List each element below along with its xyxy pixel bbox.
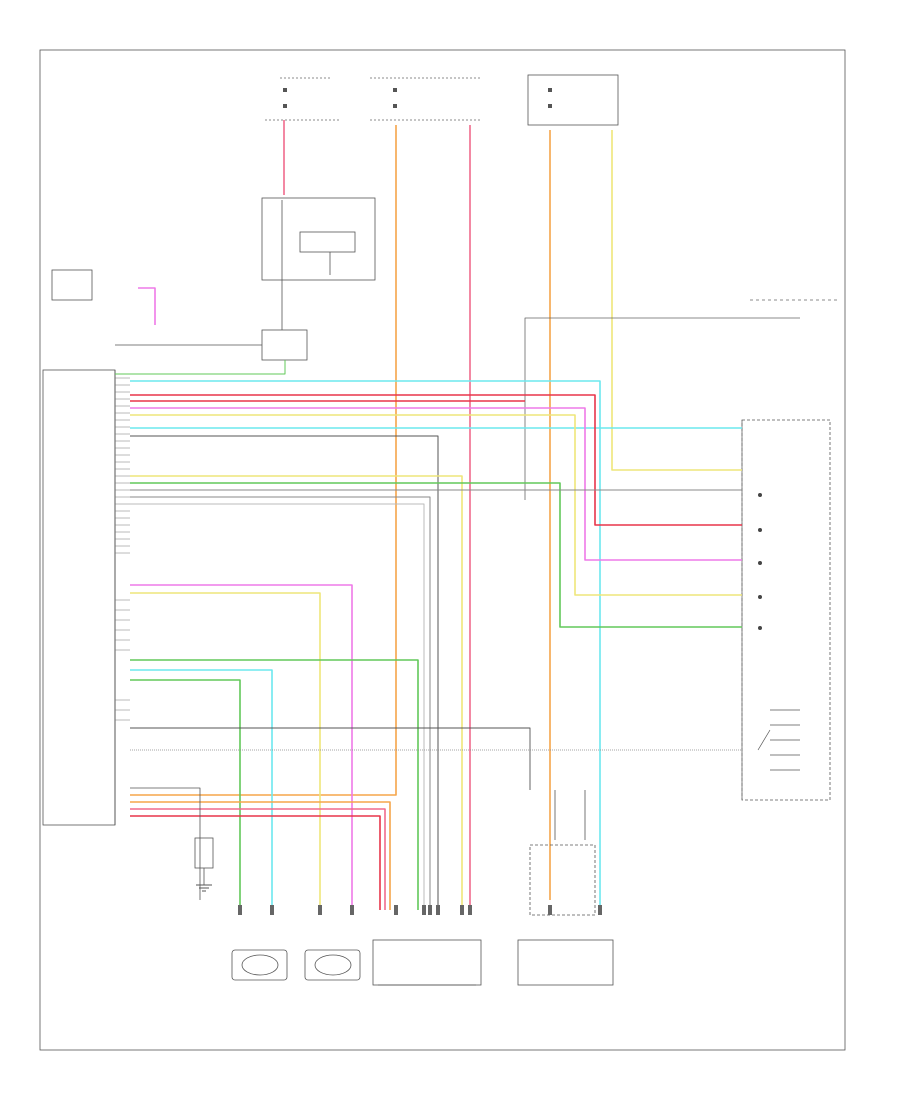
wires — [115, 120, 800, 910]
fuse-block-left — [265, 77, 340, 121]
encoder-pin-dots — [758, 493, 762, 630]
relay-box — [261, 197, 376, 281]
fuse-block-right — [527, 74, 619, 126]
module-connector-box — [261, 329, 308, 361]
mode-switch-contacts — [757, 709, 800, 771]
actuator-connector — [529, 844, 596, 916]
transfer-case-encoder-motor — [741, 419, 831, 801]
speed-sensor-rear — [304, 949, 361, 981]
ground-symbol — [194, 837, 214, 892]
diagram-border — [39, 49, 846, 1051]
module-pin-ticks — [115, 377, 130, 721]
relay-inner — [299, 231, 356, 253]
speed-sensor-front — [231, 949, 288, 981]
front-axle-actuator — [517, 939, 614, 986]
fuse-block-center — [370, 77, 480, 121]
encoder-motor-assembly — [372, 939, 482, 986]
connector-pins — [238, 905, 602, 915]
component-box-left — [51, 269, 93, 301]
transfer-case-control-module — [42, 369, 116, 826]
